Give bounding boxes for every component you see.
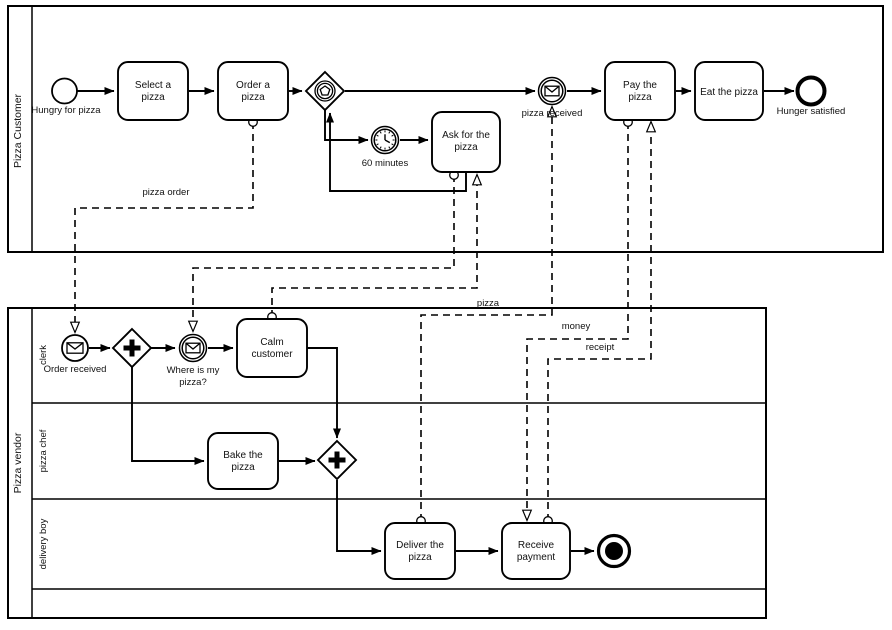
task-select-label-line1: Select a <box>135 80 172 91</box>
event-gateway-outer-circle-icon <box>314 80 336 102</box>
msg-label-pizza-order: pizza order <box>143 187 190 198</box>
start-event-circle <box>51 77 78 105</box>
task-pay-box <box>604 61 676 121</box>
task-bake-label-line2: pizza <box>231 462 255 473</box>
seq-flow-split-to-bake <box>131 367 205 465</box>
task-select-box <box>117 61 189 121</box>
task-receive-payment: Receive payment <box>501 522 571 580</box>
seq-flow-join-to-deliver <box>336 480 382 555</box>
start-event-hungry-for-pizza: Hungry for pizza <box>31 77 101 116</box>
terminate-inner-circle <box>605 542 623 560</box>
clock-icon <box>375 130 395 150</box>
end-event-hunger-satisfied: Hunger satisfied <box>777 75 846 117</box>
task-ask-box <box>431 111 501 173</box>
timer-event-label: 60 minutes <box>362 158 409 169</box>
event-gateway-diamond <box>304 70 346 112</box>
lane-label-clerk: clerk <box>38 345 49 365</box>
terminate-end-event <box>596 533 632 569</box>
task-deliver-label-line1: Deliver the <box>396 540 444 551</box>
task-order-box <box>217 61 289 121</box>
task-deliver-the-pizza: Deliver the pizza <box>384 522 456 580</box>
task-calm-box <box>236 318 308 378</box>
message-start-event-order-received: Order received <box>44 334 107 375</box>
pool-label-pizza-customer: Pizza Customer <box>12 93 24 168</box>
event-based-gateway <box>304 70 346 112</box>
envelope-icon <box>185 342 201 354</box>
message-event-received-label: pizza received <box>522 108 583 119</box>
envelope-icon <box>544 85 560 97</box>
task-pay-label-line1: Pay the <box>623 80 657 91</box>
seq-flow-gateway-to-timer <box>324 110 369 144</box>
event-gateway-inner-circle-icon <box>316 82 334 100</box>
task-calm-customer: Calm customer <box>236 318 308 378</box>
task-deliver-box <box>384 522 456 580</box>
end-event-label: Hunger satisfied <box>777 106 846 117</box>
message-flows: pizza order pizza money receipt <box>69 104 657 526</box>
task-bake-the-pizza: Bake the pizza <box>207 432 279 490</box>
task-eat-the-pizza: Eat the pizza <box>694 61 764 121</box>
task-select-label-line2: pizza <box>141 92 165 103</box>
lane-label-pizza-chef: pizza chef <box>38 429 49 472</box>
pool-label-pizza-vendor: Pizza vendor <box>12 432 24 493</box>
task-ask-label-line2: pizza <box>454 142 478 153</box>
envelope-icon <box>66 342 84 354</box>
task-calm-label-line2: customer <box>251 349 293 360</box>
message-event-where-is-my-pizza: Where is my pizza? <box>167 333 220 388</box>
sequence-flows-vendor <box>89 344 595 555</box>
where-label-line1: Where is my <box>167 365 220 376</box>
parallel-gateway-join <box>316 439 358 481</box>
order-received-circle <box>61 334 89 362</box>
plus-icon <box>328 451 346 469</box>
task-order-a-pizza: Order a pizza <box>217 61 289 121</box>
task-eat-label: Eat the pizza <box>700 87 758 98</box>
start-event-label: Hungry for pizza <box>31 105 101 116</box>
msg-flow-ask-to-where <box>187 170 459 334</box>
task-deliver-label-line2: pizza <box>408 552 432 563</box>
task-receive-label-line2: payment <box>517 552 556 563</box>
task-order-label-line2: pizza <box>241 92 265 103</box>
where-label-line2: pizza? <box>179 377 206 388</box>
task-eat-box <box>694 61 764 121</box>
lane-label-delivery-boy: delivery boy <box>38 518 49 569</box>
plus-icon <box>123 339 141 357</box>
timer-event-60-minutes: 60 minutes <box>362 125 409 169</box>
task-pay-the-pizza: Pay the pizza <box>604 61 676 121</box>
msg-flow-pizza-order <box>69 117 258 335</box>
msg-label-receipt: receipt <box>586 342 615 353</box>
pentagon-icon <box>319 85 331 96</box>
task-select-a-pizza: Select a pizza <box>117 61 189 121</box>
msg-label-pizza: pizza <box>477 298 500 309</box>
msg-flow-pizza <box>416 104 558 526</box>
order-received-label: Order received <box>44 364 107 375</box>
task-receive-label-line1: Receive <box>518 540 555 551</box>
task-ask-for-the-pizza: Ask for the pizza <box>431 111 501 173</box>
task-calm-label-line1: Calm <box>260 337 283 348</box>
message-event-pizza-received: pizza received <box>522 76 583 119</box>
end-event-circle <box>795 75 827 107</box>
seq-flow-calm-to-join <box>307 347 341 439</box>
task-bake-label-line1: Bake the <box>223 450 263 461</box>
task-pay-label-line2: pizza <box>628 92 652 103</box>
task-bake-box <box>207 432 279 490</box>
msg-label-money: money <box>562 321 591 332</box>
task-order-label-line1: Order a <box>236 80 270 91</box>
task-ask-label-line1: Ask for the <box>442 130 490 141</box>
task-receive-box <box>501 522 571 580</box>
parallel-gateway-split <box>111 327 153 369</box>
